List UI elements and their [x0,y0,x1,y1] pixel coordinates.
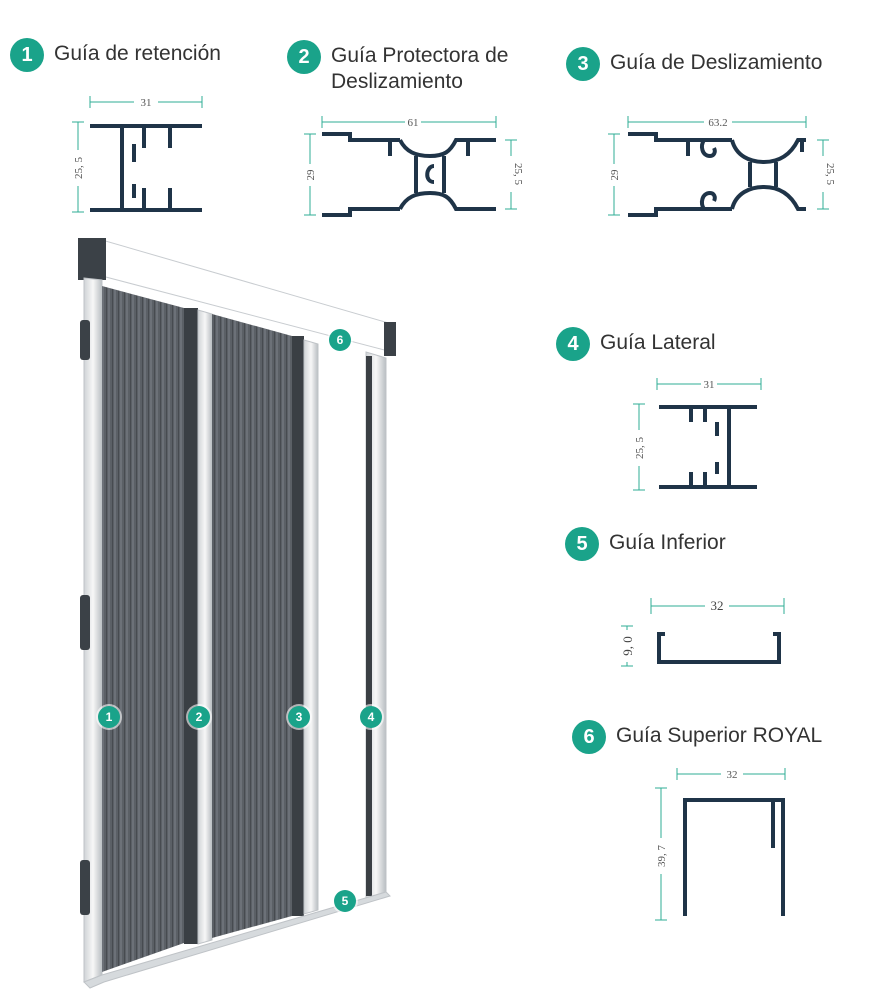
profile-1-drawing: 31 25, 5 [70,95,203,213]
heading-4: 4 Guía Lateral [556,327,716,361]
profile-5-drawing: 32 9, 0 [620,596,785,667]
profile-2-height-right: 25, 5 [512,163,524,186]
profile-5-width: 32 [711,598,724,613]
profile-4-height: 25, 5 [634,437,646,460]
badge-6: 6 [572,720,606,754]
title-3: Guía de Deslizamiento [610,51,823,74]
top-guide-endcap-right [384,322,396,356]
profile-2-height-left: 29 [305,169,317,181]
right-pleated-panel [212,314,292,938]
title-6: Guía Superior ROYAL [616,724,823,747]
door-marker-6: 6 [329,329,351,351]
left-panel-bar [184,308,198,944]
hinge-bottom [80,860,90,915]
profile-1-width: 31 [141,97,152,109]
profile-3-width: 63.2 [708,117,727,129]
profile-5-height: 9, 0 [620,636,635,656]
door-marker-1: 1 [98,706,120,728]
profile-3-drawing: 63.2 29 25, 5 [606,115,836,217]
pleated-door-illustration [78,238,396,989]
heading-1: 1 Guía de retención [10,38,221,72]
title-2: Guía Protectora de Deslizamiento [331,44,509,93]
heading-6: 6 Guía Superior ROYAL [572,720,822,754]
sliding-frame [303,339,319,915]
door-marker-5: 5 [334,890,356,912]
badge-2: 2 [287,40,321,74]
left-pleated-panel [102,286,184,972]
profile-2-width: 61 [408,117,419,129]
profile-4-drawing: 31 25, 5 [631,377,762,491]
profile-6-height: 39, 7 [656,845,668,868]
right-frame-dark [366,356,372,896]
profile-3-height-left: 29 [609,169,621,181]
hinge-top [80,320,90,360]
badge-3: 3 [566,47,600,81]
title-1: Guía de retención [54,42,221,65]
profile-4-width: 31 [704,379,715,391]
bottom-guide [83,891,391,989]
badge-5: 5 [565,527,599,561]
badge-1: 1 [10,38,44,72]
profile-3-height-right: 25, 5 [824,163,836,186]
profile-2-drawing: 61 29 25, 5 [302,115,524,217]
hinge-middle [80,595,90,650]
right-panel-bar [292,336,304,916]
door-marker-4: 4 [360,706,382,728]
badge-4: 4 [556,327,590,361]
heading-3: 3 Guía de Deslizamiento [566,47,822,81]
door-marker-3: 3 [288,706,310,728]
profile-1-height: 25, 5 [73,157,85,180]
profile-6-width: 32 [727,769,738,781]
top-guide-endcap [78,238,106,280]
title-4: Guía Lateral [600,331,716,354]
door-marker-2: 2 [188,706,210,728]
heading-2: 2 Guía Protectora de Deslizamiento [287,40,541,95]
center-frame [197,309,213,945]
heading-5: 5 Guía Inferior [565,527,726,561]
title-5: Guía Inferior [609,531,726,554]
profile-6-drawing: 32 39, 7 [653,766,786,921]
